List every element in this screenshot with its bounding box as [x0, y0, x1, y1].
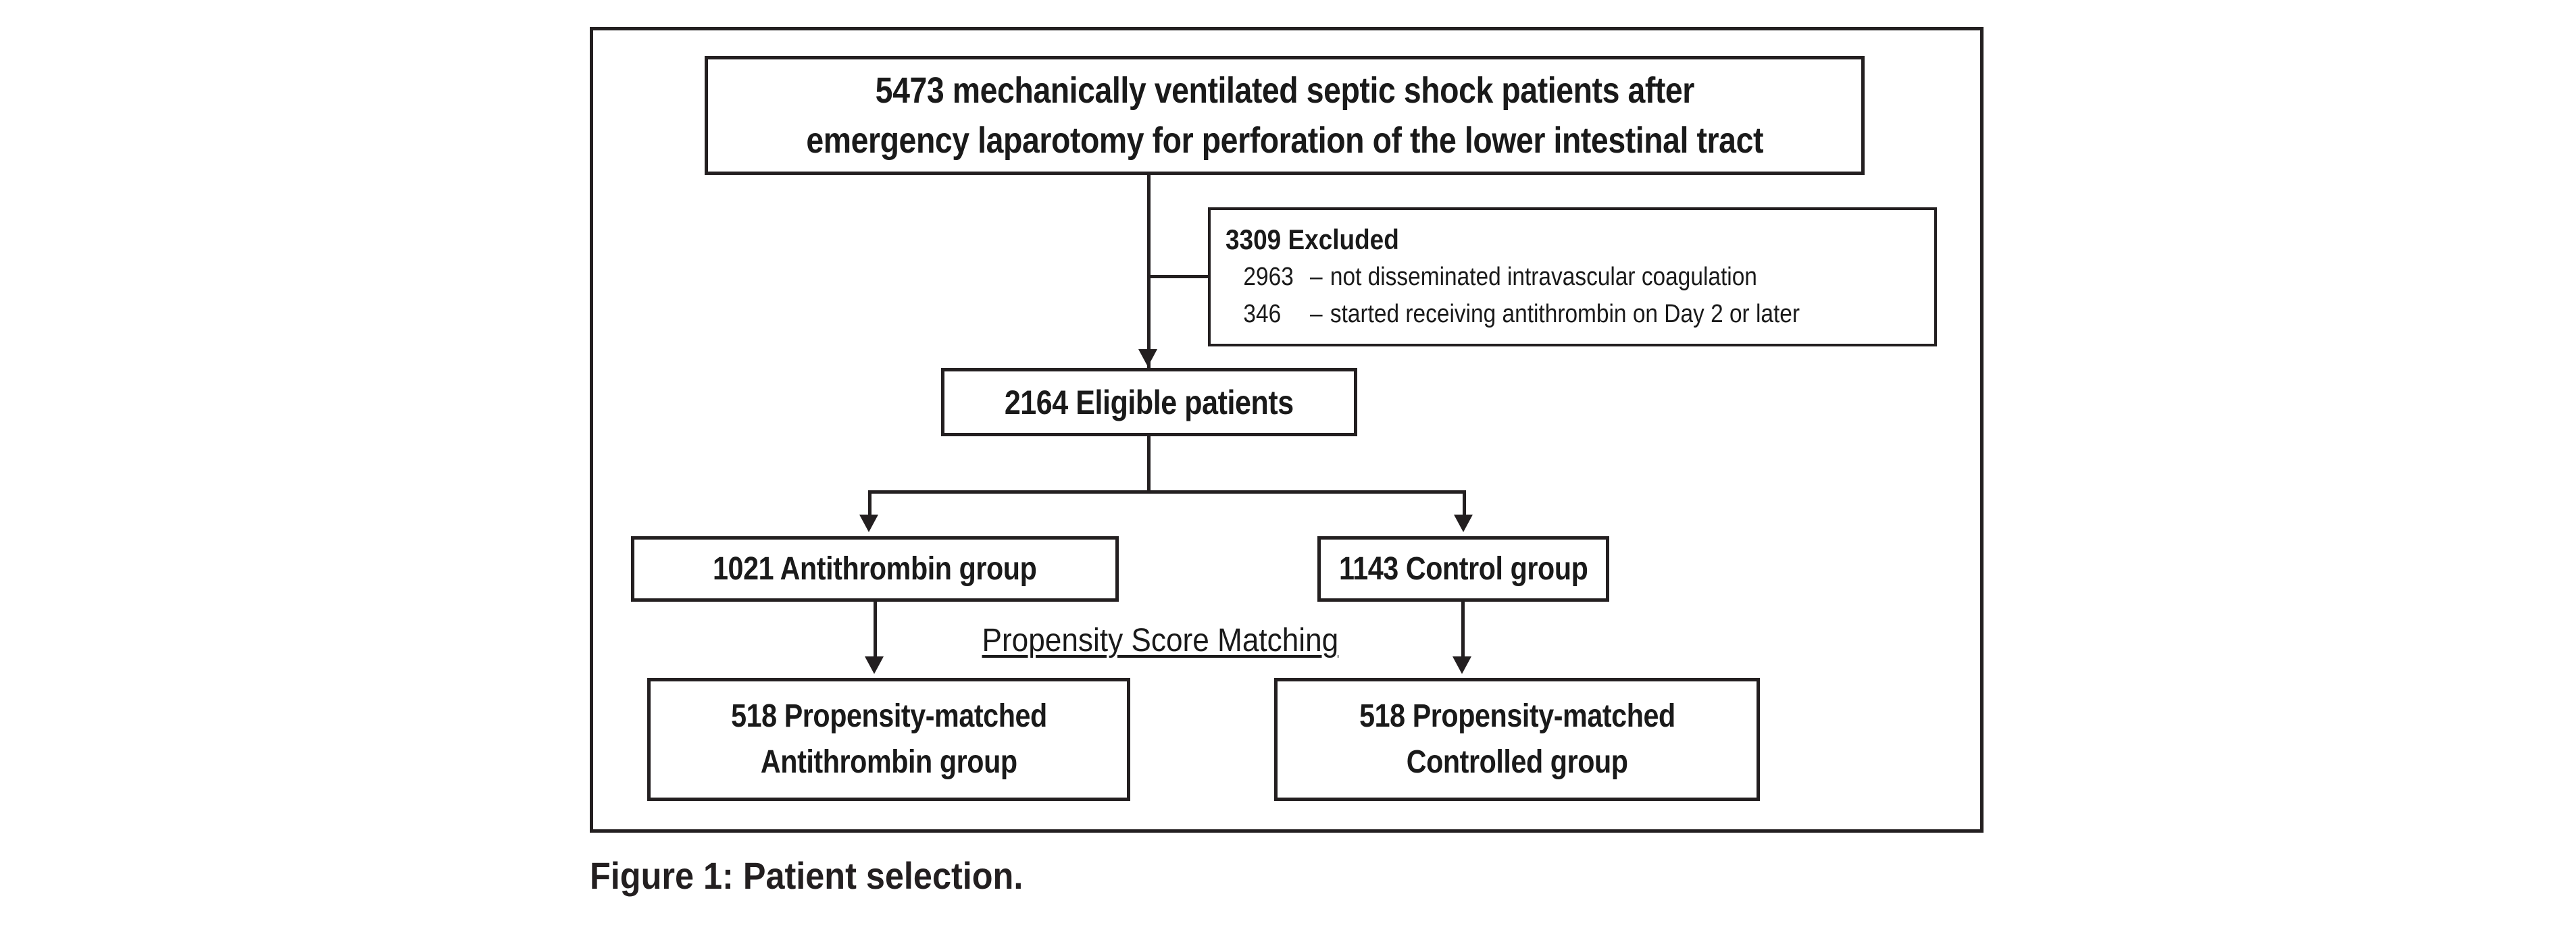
arrowhead-matched-antithrombin — [865, 656, 884, 674]
arrowhead-eligible — [1138, 349, 1157, 367]
node-control-group-label: 1143 Control group — [1338, 550, 1588, 587]
connector-split-bar — [868, 490, 1466, 494]
excluded-reason-text: started receiving antithrombin on Day 2 … — [1330, 300, 1800, 328]
node-control-group: 1143 Control group — [1317, 536, 1609, 602]
connector-leg-antithrombin — [868, 490, 872, 520]
connector-leg-control — [1463, 490, 1466, 520]
node-matched-antithrombin-line1: 518 Propensity-matched — [730, 698, 1047, 734]
node-eligible-label: 2164 Eligible patients — [1005, 383, 1294, 421]
figure-caption: Figure 1: Patient selection. — [590, 854, 1024, 897]
connector-eligible-stem — [1147, 436, 1151, 492]
node-excluded: 3309 Excluded 2963–not disseminated intr… — [1208, 207, 1937, 346]
node-matched-control-line2: Controlled group — [1406, 744, 1628, 780]
excluded-reason-dash: – — [1309, 263, 1323, 291]
node-screened-population: 5473 mechanically ventilated septic shoc… — [705, 56, 1865, 175]
node-matched-control-group: 518 Propensity-matched Controlled group — [1274, 678, 1760, 801]
edge-label-propensity-score-matching: Propensity Score Matching — [978, 620, 1342, 662]
node-antithrombin-group-label: 1021 Antithrombin group — [713, 550, 1037, 587]
excluded-reason-text: not disseminated intravascular coagulati… — [1330, 263, 1757, 291]
node-matched-antithrombin-group: 518 Propensity-matched Antithrombin grou… — [647, 678, 1130, 801]
excluded-reason-count: 346 — [1243, 300, 1282, 328]
excluded-reason-dash: – — [1309, 300, 1323, 328]
excluded-reason-row: 2963–not disseminated intravascular coag… — [1226, 259, 1757, 296]
arrowhead-matched-control — [1453, 656, 1471, 674]
node-eligible-patients: 2164 Eligible patients — [941, 368, 1357, 436]
arrowhead-control-group — [1454, 515, 1473, 532]
node-matched-control-line1: 518 Propensity-matched — [1359, 698, 1675, 734]
node-matched-antithrombin-line2: Antithrombin group — [760, 744, 1017, 780]
connector-screened-to-eligible — [1147, 175, 1151, 368]
node-screened-line1: 5473 mechanically ventilated septic shoc… — [875, 70, 1694, 111]
excluded-title: 3309 Excluded — [1226, 224, 1399, 255]
excluded-reason-count: 2963 — [1243, 263, 1294, 291]
excluded-reason-row: 346–started receiving antithrombin on Da… — [1226, 296, 1800, 333]
node-antithrombin-group: 1021 Antithrombin group — [631, 536, 1119, 602]
node-screened-line2: emergency laparotomy for perforation of … — [806, 120, 1763, 161]
connector-control-to-matched — [1461, 602, 1465, 659]
arrowhead-antithrombin-group — [859, 515, 878, 532]
connector-antithrombin-to-matched — [874, 602, 877, 659]
connector-to-excluded — [1147, 275, 1211, 278]
